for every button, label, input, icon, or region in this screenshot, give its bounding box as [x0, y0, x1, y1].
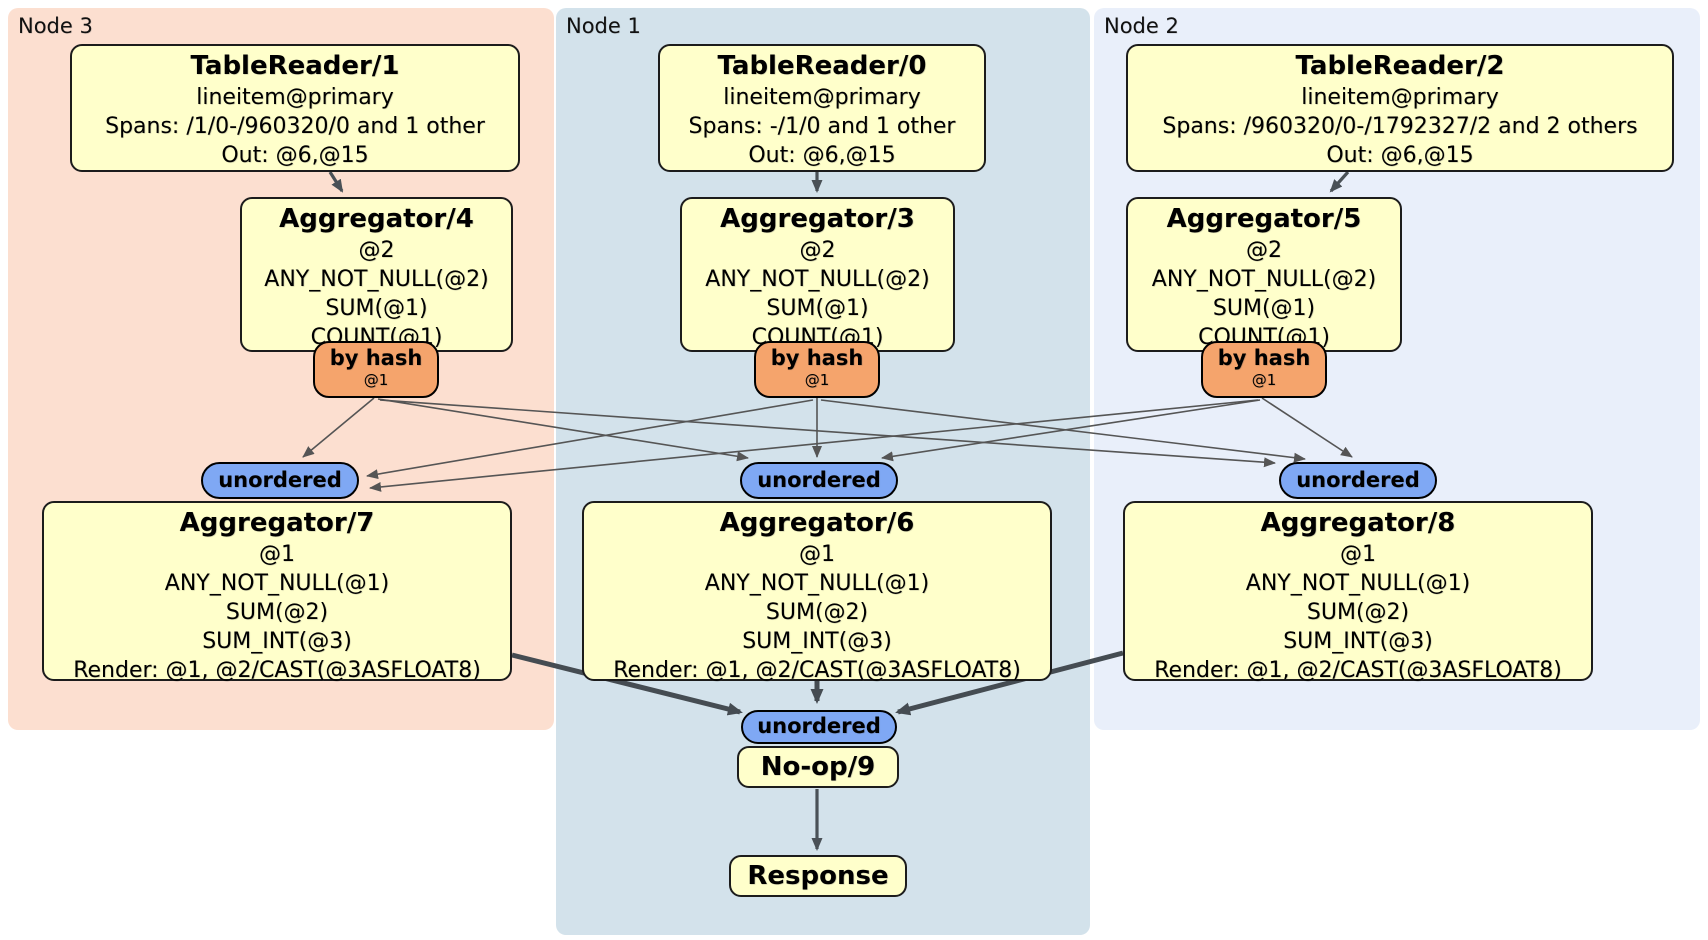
tablereader-0-index: lineitem@primary [723, 85, 921, 110]
aggregator-7-title: Aggregator/7 [179, 508, 375, 538]
aggregator-4-fn2: SUM(@1) [325, 296, 428, 321]
hash-router-node2-detail: @1 [1251, 371, 1277, 389]
hash-router-node1-detail: @1 [804, 371, 830, 389]
aggregator-8-group: @1 [1340, 542, 1376, 567]
aggregator-8-render: Render: @1, @2/CAST(@3ASFLOAT8) [1154, 658, 1562, 683]
tablereader-0-box: TableReader/0 lineitem@primary Spans: -/… [658, 44, 986, 172]
sync-unordered-node2: unordered [1279, 462, 1437, 499]
aggregator-6-render: Render: @1, @2/CAST(@3ASFLOAT8) [613, 658, 1021, 683]
aggregator-7-group: @1 [259, 542, 295, 567]
sync-unordered-node2-label: unordered [1296, 468, 1420, 492]
aggregator-6-title: Aggregator/6 [719, 508, 915, 538]
aggregator-3-box: Aggregator/3 @2 ANY_NOT_NULL(@2) SUM(@1)… [680, 197, 955, 352]
hash-router-node3-label: by hash [329, 346, 423, 370]
aggregator-7-render: Render: @1, @2/CAST(@3ASFLOAT8) [73, 658, 481, 683]
sync-unordered-node1-label: unordered [757, 468, 881, 492]
aggregator-5-title: Aggregator/5 [1166, 204, 1362, 234]
aggregator-7-fn1: ANY_NOT_NULL(@1) [164, 571, 390, 596]
sync-unordered-final-label: unordered [757, 714, 881, 738]
edge-hash1-un3 [366, 399, 814, 480]
aggregator-7-fn2: SUM(@2) [225, 600, 329, 625]
aggregator-4-box: Aggregator/4 @2 ANY_NOT_NULL(@2) SUM(@1)… [240, 197, 513, 352]
aggregator-7-box: Aggregator/7 @1 ANY_NOT_NULL(@1) SUM(@2)… [42, 501, 512, 683]
tablereader-0-title: TableReader/0 [717, 51, 927, 81]
edge-agg8-unbottom [895, 650, 1124, 716]
aggregator-6-fn3: SUM_INT(@3) [742, 629, 892, 654]
hash-router-node2: by hash @1 [1201, 341, 1327, 398]
edge-agg7-unbottom [511, 652, 743, 716]
node2-label: Node 2 [1104, 14, 1179, 38]
tablereader-2-title: TableReader/2 [1295, 51, 1505, 81]
edge-hash3-un2 [379, 399, 1276, 468]
aggregator-8-fn3: SUM_INT(@3) [1283, 629, 1433, 654]
aggregator-4-fn1: ANY_NOT_NULL(@2) [264, 267, 489, 292]
edge-hash2-un3 [369, 399, 1259, 492]
noop-title: No-op/9 [760, 752, 876, 782]
sync-unordered-final: unordered [741, 710, 897, 744]
aggregator-8-box: Aggregator/8 @1 ANY_NOT_NULL(@1) SUM(@2)… [1123, 501, 1593, 683]
node3-label: Node 3 [18, 14, 93, 38]
aggregator-3-fn2: SUM(@1) [766, 296, 869, 321]
tablereader-2-box: TableReader/2 lineitem@primary Spans: /9… [1126, 44, 1674, 172]
aggregator-3-group: @2 [799, 238, 836, 263]
tablereader-1-box: TableReader/1 lineitem@primary Spans: /1… [70, 44, 520, 172]
noop-box: No-op/9 [737, 746, 899, 788]
tablereader-1-index: lineitem@primary [196, 85, 394, 110]
aggregator-5-box: Aggregator/5 @2 ANY_NOT_NULL(@2) SUM(@1)… [1126, 197, 1402, 352]
tablereader-2-index: lineitem@primary [1301, 85, 1499, 110]
aggregator-6-box: Aggregator/6 @1 ANY_NOT_NULL(@1) SUM(@2)… [582, 501, 1052, 683]
response-title: Response [747, 861, 889, 891]
tablereader-0-out: Out: @6,@15 [748, 143, 896, 168]
edge-hash2-un1 [881, 399, 1261, 462]
aggregator-7-fn3: SUM_INT(@3) [202, 629, 352, 654]
aggregator-4-title: Aggregator/4 [279, 204, 474, 234]
tablereader-1-spans: Spans: /1/0-/960320/0 and 1 other [105, 114, 485, 139]
edge-hash3-un1 [377, 398, 749, 462]
sync-unordered-node1: unordered [740, 462, 898, 499]
tablereader-2-spans: Spans: /960320/0-/1792327/2 and 2 others [1162, 114, 1638, 139]
tablereader-1-out: Out: @6,@15 [221, 143, 369, 168]
aggregator-5-group: @2 [1246, 238, 1282, 263]
hash-router-node1-label: by hash [770, 346, 864, 370]
tablereader-0-spans: Spans: -/1/0 and 1 other [688, 114, 956, 139]
hash-router-node3: by hash @1 [313, 341, 439, 398]
edge-tr1-agg4 [328, 171, 344, 193]
aggregator-6-fn1: ANY_NOT_NULL(@1) [704, 571, 930, 596]
edge-tr2-agg5 [1329, 170, 1350, 193]
aggregator-4-group: @2 [358, 238, 395, 263]
edge-hash3-un3 [302, 397, 375, 458]
aggregator-5-fn1: ANY_NOT_NULL(@2) [1151, 267, 1377, 292]
tablereader-2-out: Out: @6,@15 [1326, 143, 1474, 168]
aggregator-3-title: Aggregator/3 [720, 204, 915, 234]
hash-router-node2-label: by hash [1217, 346, 1311, 370]
node1-label: Node 1 [566, 14, 641, 38]
aggregator-8-fn2: SUM(@2) [1306, 600, 1410, 625]
hash-router-node1: by hash @1 [754, 341, 880, 398]
hash-router-node3-detail: @1 [363, 371, 389, 389]
edge-hash2-un2 [1261, 397, 1353, 458]
tablereader-1-title: TableReader/1 [190, 51, 400, 81]
sync-unordered-node3-label: unordered [218, 468, 342, 492]
sync-unordered-node3: unordered [201, 462, 359, 499]
aggregator-3-fn1: ANY_NOT_NULL(@2) [705, 267, 930, 292]
aggregator-6-fn2: SUM(@2) [765, 600, 869, 625]
aggregator-6-group: @1 [799, 542, 835, 567]
aggregator-8-title: Aggregator/8 [1260, 508, 1456, 538]
aggregator-8-fn1: ANY_NOT_NULL(@1) [1245, 571, 1471, 596]
aggregator-5-fn2: SUM(@1) [1212, 296, 1316, 321]
response-box: Response [729, 855, 907, 897]
